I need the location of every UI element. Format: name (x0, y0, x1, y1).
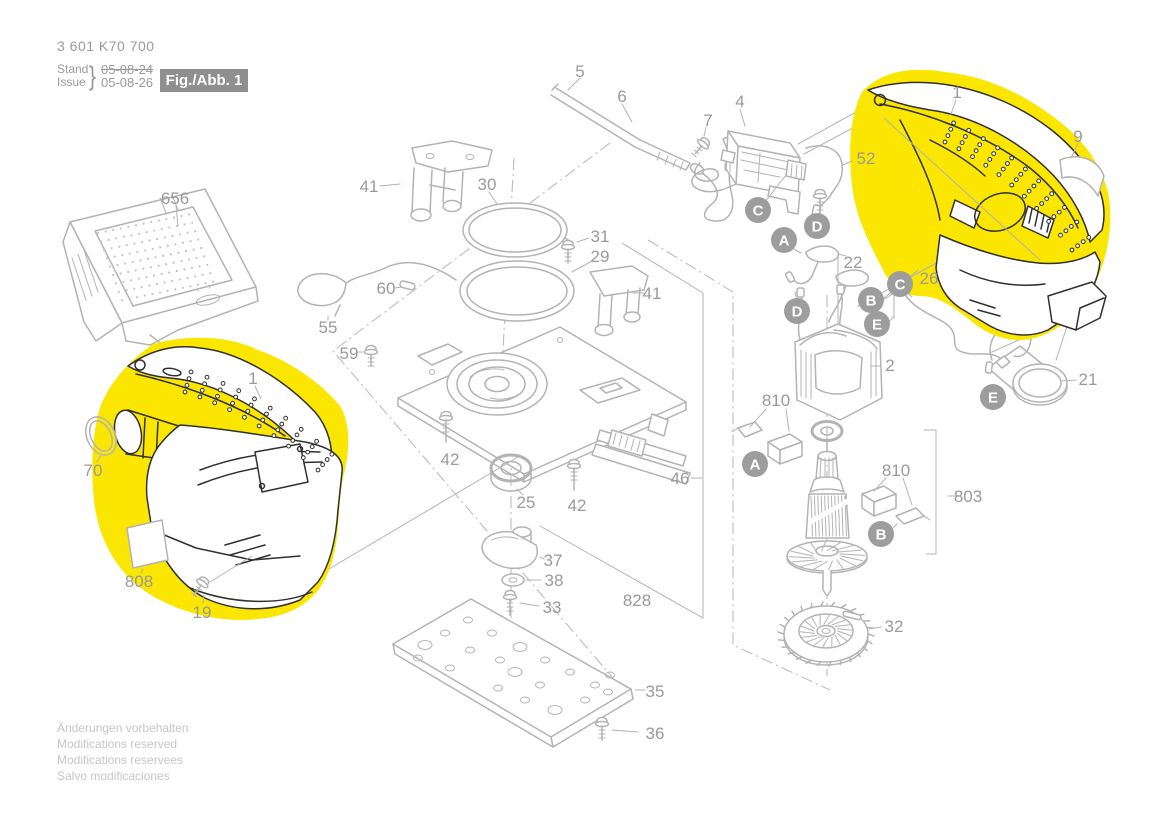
brace-glyph: } (88, 61, 97, 91)
dust-box-656 (62, 188, 259, 353)
part-callout-42: 42 (441, 450, 460, 469)
marker-circle-B (858, 287, 884, 313)
part-number-callouts: 6565674521922262218108108033282846424225… (84, 62, 1098, 743)
armature-and-fan (777, 420, 875, 667)
legal-line-es: Salvo modificaciones (57, 769, 170, 783)
marker-circle-A (742, 451, 768, 477)
part-callout-5: 5 (575, 62, 584, 81)
marker-E: E (988, 390, 998, 407)
marker-C: C (753, 203, 764, 220)
marker-circle-E (864, 311, 890, 337)
marker-D: D (792, 304, 803, 321)
stand-issue-dates: 05-08-24 05-08-26 (101, 63, 153, 89)
stand-label: Stand (57, 62, 89, 76)
marker-circle-D (804, 213, 830, 239)
subassembly-bracket-828 (539, 242, 704, 619)
part-callout-32: 32 (885, 617, 904, 636)
marker-circle-B (868, 521, 894, 547)
part-callout-29: 29 (591, 247, 610, 266)
marker-circle-E (980, 384, 1006, 410)
marker-B: B (866, 293, 877, 310)
part-callout-4: 4 (735, 92, 744, 111)
legal-line-en: Modifications reserved (57, 737, 178, 751)
oring-70 (85, 416, 117, 456)
sanding-plate-35 (392, 598, 634, 748)
part-callout-35: 35 (646, 682, 665, 701)
stand-issue-labels: Stand Issue (57, 63, 91, 89)
part-callout-656: 656 (161, 189, 189, 208)
switch-assembly-4 (691, 111, 865, 215)
clamp-strip-9 (1059, 156, 1105, 197)
part-callout-46: 46 (671, 469, 690, 488)
part-callout-41: 41 (643, 284, 662, 303)
marker-circle-A (771, 227, 797, 253)
part-callout-22: 22 (844, 253, 863, 272)
document-part-number: 3 601 K70 700 (57, 38, 155, 54)
part-callout-37: 37 (544, 551, 563, 570)
part-callout-1: 1 (952, 83, 961, 102)
part-callout-9: 9 (1073, 127, 1082, 146)
foot-21-and-wire (905, 295, 1071, 406)
part-callout-42: 42 (568, 496, 587, 515)
part-callout-810: 810 (762, 391, 790, 410)
leader-lines (96, 77, 1079, 733)
marker-E: E (872, 317, 882, 334)
part-callout-60: 60 (377, 279, 396, 298)
power-cord-5-6 (550, 83, 734, 222)
issue-date: 05-08-26 (101, 75, 154, 90)
bearing-and-balancer (481, 453, 538, 587)
housing-right-highlighted (850, 69, 1111, 340)
part-callout-55: 55 (319, 318, 338, 337)
part-callout-52: 52 (857, 149, 876, 168)
part-callout-6: 6 (617, 87, 626, 106)
marker-circle-D (784, 298, 810, 324)
part-callout-19: 19 (193, 603, 212, 622)
part-callout-828: 828 (623, 591, 651, 610)
part-callout-26: 26 (920, 269, 939, 288)
marker-B: B (876, 527, 887, 544)
marker-A: A (750, 457, 761, 474)
part-callout-31: 31 (591, 227, 610, 246)
part-callout-33: 33 (543, 598, 562, 617)
sticker-808 (126, 519, 169, 569)
part-callout-808: 808 (125, 572, 153, 591)
part-callout-803: 803 (954, 487, 982, 506)
marker-C: C (895, 277, 906, 294)
superseded-date: 05-08-24 (101, 62, 154, 77)
part-callout-36: 36 (646, 724, 665, 743)
bearing-flange-assembly (301, 326, 691, 586)
part-callout-38: 38 (545, 571, 564, 590)
part-callout-41: 41 (360, 177, 379, 196)
marker-circle-C (745, 197, 771, 223)
marker-circle-C (887, 271, 913, 297)
part-callout-30: 30 (478, 175, 497, 194)
part-callout-810: 810 (882, 461, 910, 480)
part-callout-59: 59 (340, 344, 359, 363)
legal-line-fr: Modifications reservees (57, 753, 184, 767)
seal-rings-and-mounts (297, 140, 649, 337)
legal-line-de: Änderungen vorbehalten (57, 721, 189, 735)
part-callout-25: 25 (517, 493, 536, 512)
marker-D: D (812, 219, 823, 236)
field-coil-2 (794, 284, 883, 421)
figure-label-badge: Fig./Abb. 1 (160, 69, 248, 92)
marker-A: A (779, 233, 790, 250)
part-callout-21: 21 (1079, 370, 1098, 389)
part-callout-1: 1 (248, 369, 257, 388)
part-callout-70: 70 (84, 461, 103, 480)
part-callout-7: 7 (703, 111, 712, 130)
issue-label: Issue (57, 75, 86, 89)
screws (191, 137, 828, 741)
legal-notice: Änderungen vorbehalten Modifications res… (57, 720, 188, 784)
part-callout-2: 2 (885, 356, 894, 375)
